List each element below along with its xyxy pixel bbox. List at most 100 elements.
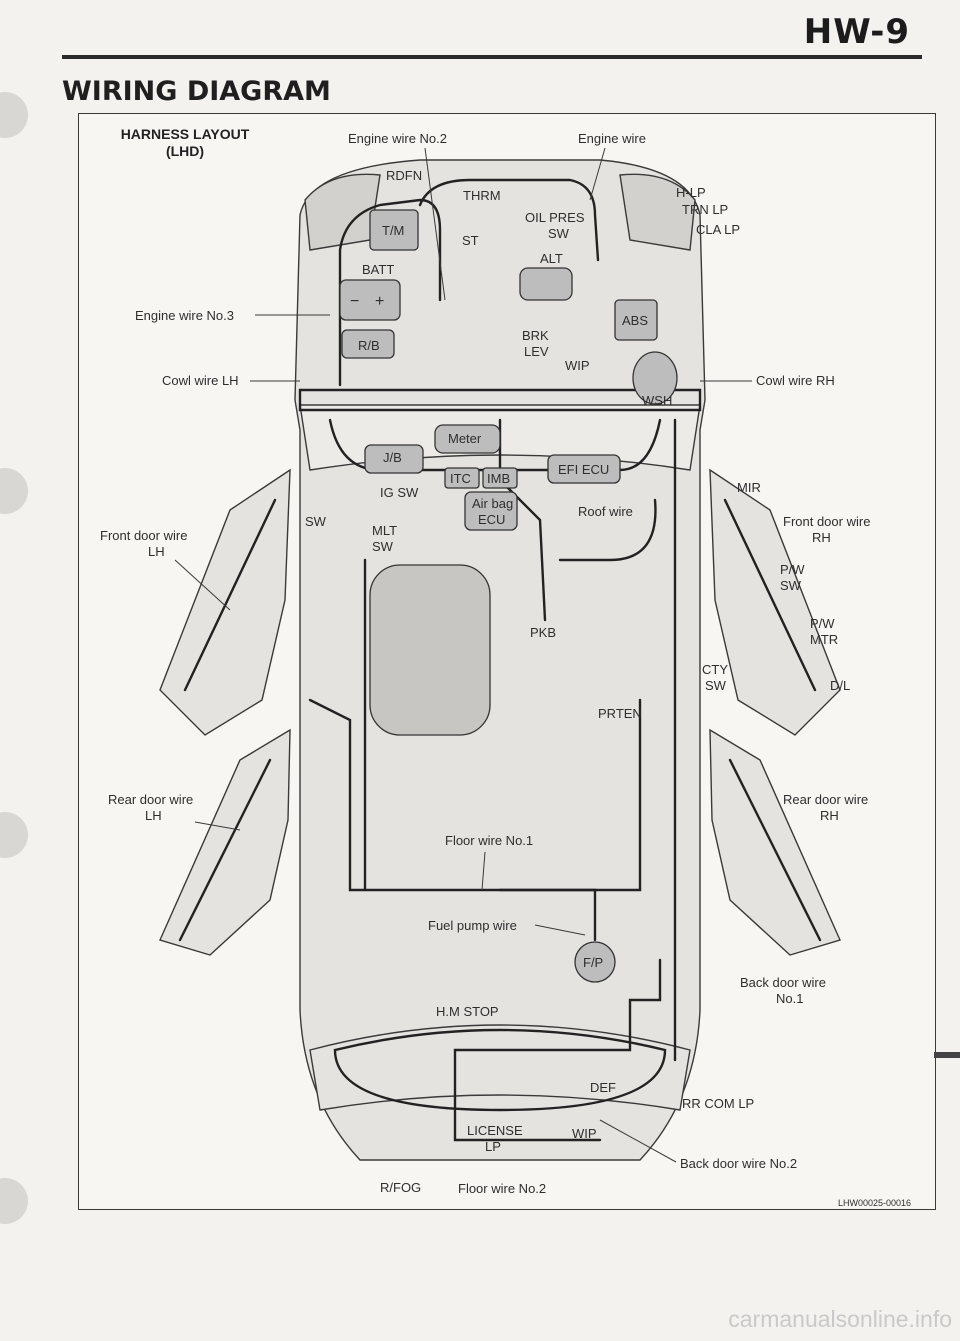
label-floor-wire-no1: Floor wire No.1 bbox=[445, 833, 533, 848]
label-front-door-lh-2: LH bbox=[148, 544, 165, 559]
label-floor-wire-no2: Floor wire No.2 bbox=[458, 1181, 546, 1196]
layout-title-line2: (LHD) bbox=[165, 143, 205, 159]
leader-back-door-no2 bbox=[599, 1119, 677, 1163]
wire-engine-loop bbox=[338, 198, 442, 387]
label-roof-wire: Roof wire bbox=[578, 504, 633, 519]
wire-rear-door-rh bbox=[728, 758, 822, 942]
label-back-door-no2: Back door wire No.2 bbox=[680, 1156, 797, 1171]
fp-circle bbox=[574, 941, 616, 983]
label-rdfn: RDFN bbox=[386, 168, 422, 183]
page-tab-mark bbox=[934, 1052, 960, 1058]
vehicle-body bbox=[159, 159, 841, 1161]
wire-center-drop bbox=[498, 418, 547, 622]
label-batt: BATT bbox=[362, 262, 394, 277]
label-alt: ALT bbox=[540, 251, 563, 266]
label-sw: SW bbox=[305, 514, 327, 529]
label-cowl-wire-lh: Cowl wire LH bbox=[162, 373, 239, 388]
label-back-door-no1-1: Back door wire bbox=[740, 975, 826, 990]
label-def: DEF bbox=[590, 1080, 616, 1095]
leader-floor-wire-no1 bbox=[481, 851, 486, 891]
label-wip-front: WIP bbox=[565, 358, 590, 373]
component-shapes bbox=[339, 209, 678, 983]
wire-floor-left bbox=[308, 698, 642, 892]
label-plus: + bbox=[375, 293, 384, 310]
label-rfog: R/FOG bbox=[380, 1180, 421, 1195]
leader-front-door-lh bbox=[174, 559, 231, 611]
label-dl: D/L bbox=[830, 678, 850, 693]
label-back-door-no1-2: No.1 bbox=[776, 991, 803, 1006]
figure-code: LHW00025-00016 bbox=[838, 1198, 911, 1208]
batt-box bbox=[339, 279, 401, 321]
label-ig-sw: IG SW bbox=[380, 485, 419, 500]
label-pkb: PKB bbox=[530, 625, 556, 640]
label-rear-door-rh-2: RH bbox=[820, 808, 839, 823]
meter-box bbox=[434, 424, 501, 454]
label-engine-wire: Engine wire bbox=[578, 131, 646, 146]
efi-ecu-box bbox=[547, 454, 621, 484]
label-brk-2: LEV bbox=[524, 344, 549, 359]
wire-front-door-rh bbox=[723, 498, 817, 692]
label-pw-sw-1: P/W bbox=[780, 562, 805, 577]
wire-engine-main bbox=[418, 178, 600, 262]
wire-back-door bbox=[453, 958, 662, 1142]
label-engine-wire-no2: Engine wire No.2 bbox=[348, 131, 447, 146]
alt-box bbox=[519, 267, 573, 301]
header-rule bbox=[62, 55, 922, 59]
label-wip-rear: WIP bbox=[572, 1126, 597, 1141]
label-cowl-wire-rh: Cowl wire RH bbox=[756, 373, 835, 388]
label-efi-ecu: EFI ECU bbox=[558, 462, 609, 477]
label-trn-lp: TRN LP bbox=[682, 202, 728, 217]
tm-box bbox=[369, 209, 419, 251]
leader-engine-wire-no2 bbox=[424, 147, 446, 301]
hood-right-lamp bbox=[619, 173, 696, 251]
label-rear-door-rh-1: Rear door wire bbox=[783, 792, 868, 807]
label-brk-1: BRK bbox=[522, 328, 549, 343]
label-rr-com-lp: RR COM LP bbox=[682, 1096, 754, 1111]
wsh-tank bbox=[632, 351, 678, 405]
leader-rear-door-lh bbox=[194, 821, 241, 831]
label-itc: ITC bbox=[450, 471, 471, 486]
label-thrm: THRM bbox=[463, 188, 501, 203]
wire-fuel-pump bbox=[498, 888, 597, 942]
label-rear-door-lh-1: Rear door wire bbox=[108, 792, 193, 807]
label-oil-pres-1: OIL PRES bbox=[525, 210, 585, 225]
leader-fuel-pump-wire bbox=[534, 924, 586, 936]
wire-rear-bundle bbox=[333, 1028, 667, 1112]
label-engine-wire-no3: Engine wire No.3 bbox=[135, 308, 234, 323]
label-mlt-2: SW bbox=[372, 539, 394, 554]
label-license-1: LICENSE bbox=[467, 1123, 523, 1138]
label-tm: T/M bbox=[382, 223, 404, 238]
label-pw-mtr-1: P/W bbox=[810, 616, 835, 631]
wire-cowl-bar bbox=[298, 388, 702, 412]
back-door bbox=[309, 1024, 691, 1111]
label-oil-pres-2: SW bbox=[548, 226, 570, 241]
leader-engine-wire bbox=[589, 147, 606, 201]
wire-front-door-lh bbox=[183, 498, 277, 692]
label-meter: Meter bbox=[448, 431, 482, 446]
label-cty-sw-1: CTY bbox=[702, 662, 728, 677]
label-front-door-rh-1: Front door wire bbox=[783, 514, 870, 529]
label-fp: F/P bbox=[583, 955, 603, 970]
label-license-2: LP bbox=[485, 1139, 501, 1154]
label-airbag-1: Air bag bbox=[472, 496, 513, 511]
label-wsh: WSH bbox=[642, 393, 672, 408]
text-labels: Engine wire No.2 Engine wire RDFN THRM T… bbox=[100, 131, 870, 1196]
label-abs: ABS bbox=[622, 313, 648, 328]
watermark: carmanualsonline.info bbox=[728, 1306, 952, 1332]
leader-lines bbox=[174, 147, 752, 1163]
rear-door-rh bbox=[709, 728, 841, 956]
console-tunnel bbox=[369, 564, 491, 736]
label-pw-mtr-2: MTR bbox=[810, 632, 838, 647]
label-hm-stop: H.M STOP bbox=[436, 1004, 499, 1019]
section-title: WIRING DIAGRAM bbox=[62, 76, 331, 107]
imb-box bbox=[482, 467, 518, 489]
label-jb: J/B bbox=[383, 450, 402, 465]
label-mlt-1: MLT bbox=[372, 523, 397, 538]
label-rb: R/B bbox=[358, 338, 380, 353]
label-st: ST bbox=[462, 233, 479, 248]
rear-door-lh bbox=[159, 728, 291, 956]
jb-box bbox=[364, 444, 424, 474]
label-front-door-rh-2: RH bbox=[812, 530, 831, 545]
label-fuel-pump-wire: Fuel pump wire bbox=[428, 918, 517, 933]
